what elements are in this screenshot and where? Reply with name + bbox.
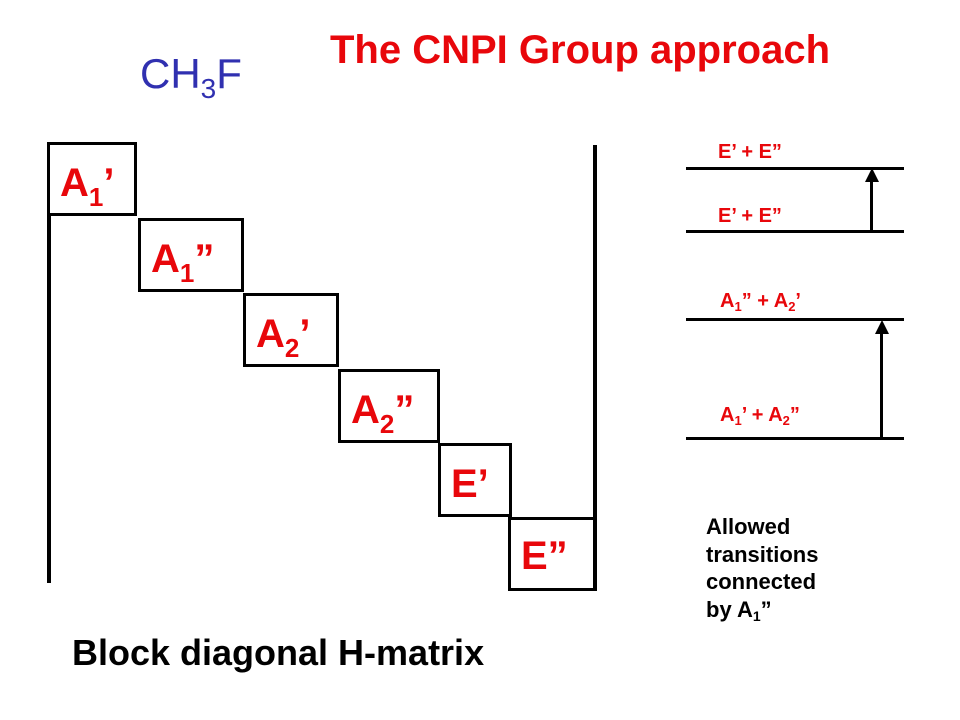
matrix-caption: Block diagonal H-matrix	[72, 632, 485, 673]
note-line-1: Allowed	[706, 514, 791, 539]
matrix-right-line	[593, 145, 597, 591]
matrix-left-line	[47, 143, 51, 583]
level-label-2: E’ + E”	[718, 205, 782, 227]
allowed-transitions-note: Allowed transitions connected by A1”	[706, 513, 906, 625]
block-a1-prime: A1’	[47, 142, 137, 216]
energy-level-4	[686, 437, 904, 440]
block-e-double-prime: E”	[508, 517, 596, 591]
transition-arrow-lower-head	[875, 320, 889, 334]
block-a2-double-prime: A2”	[338, 369, 440, 443]
level-label-1: E’ + E”	[718, 141, 782, 163]
transition-arrow-upper	[870, 180, 873, 231]
block-e-prime: E’	[438, 443, 512, 517]
note-line-4: by A1”	[706, 596, 772, 624]
page-title: The CNPI Group approach	[330, 28, 831, 72]
energy-level-1	[686, 167, 904, 170]
energy-level-3	[686, 318, 904, 321]
energy-level-2	[686, 230, 904, 233]
molecule-subscript: 3	[200, 73, 217, 104]
transition-arrow-lower	[880, 332, 883, 438]
block-a1-double-prime: A1”	[138, 218, 244, 292]
level-label-4: A1’ + A2”	[720, 404, 800, 428]
note-line-3: connected	[706, 569, 817, 594]
molecule-end: F	[216, 50, 242, 97]
molecule-main: CH	[140, 50, 201, 97]
note-line-2: transitions	[706, 541, 819, 567]
transition-arrow-upper-head	[865, 168, 879, 182]
molecule-label: CH3F	[140, 50, 242, 105]
level-label-3: A1” + A2’	[720, 290, 801, 314]
block-a2-prime: A2’	[243, 293, 339, 367]
